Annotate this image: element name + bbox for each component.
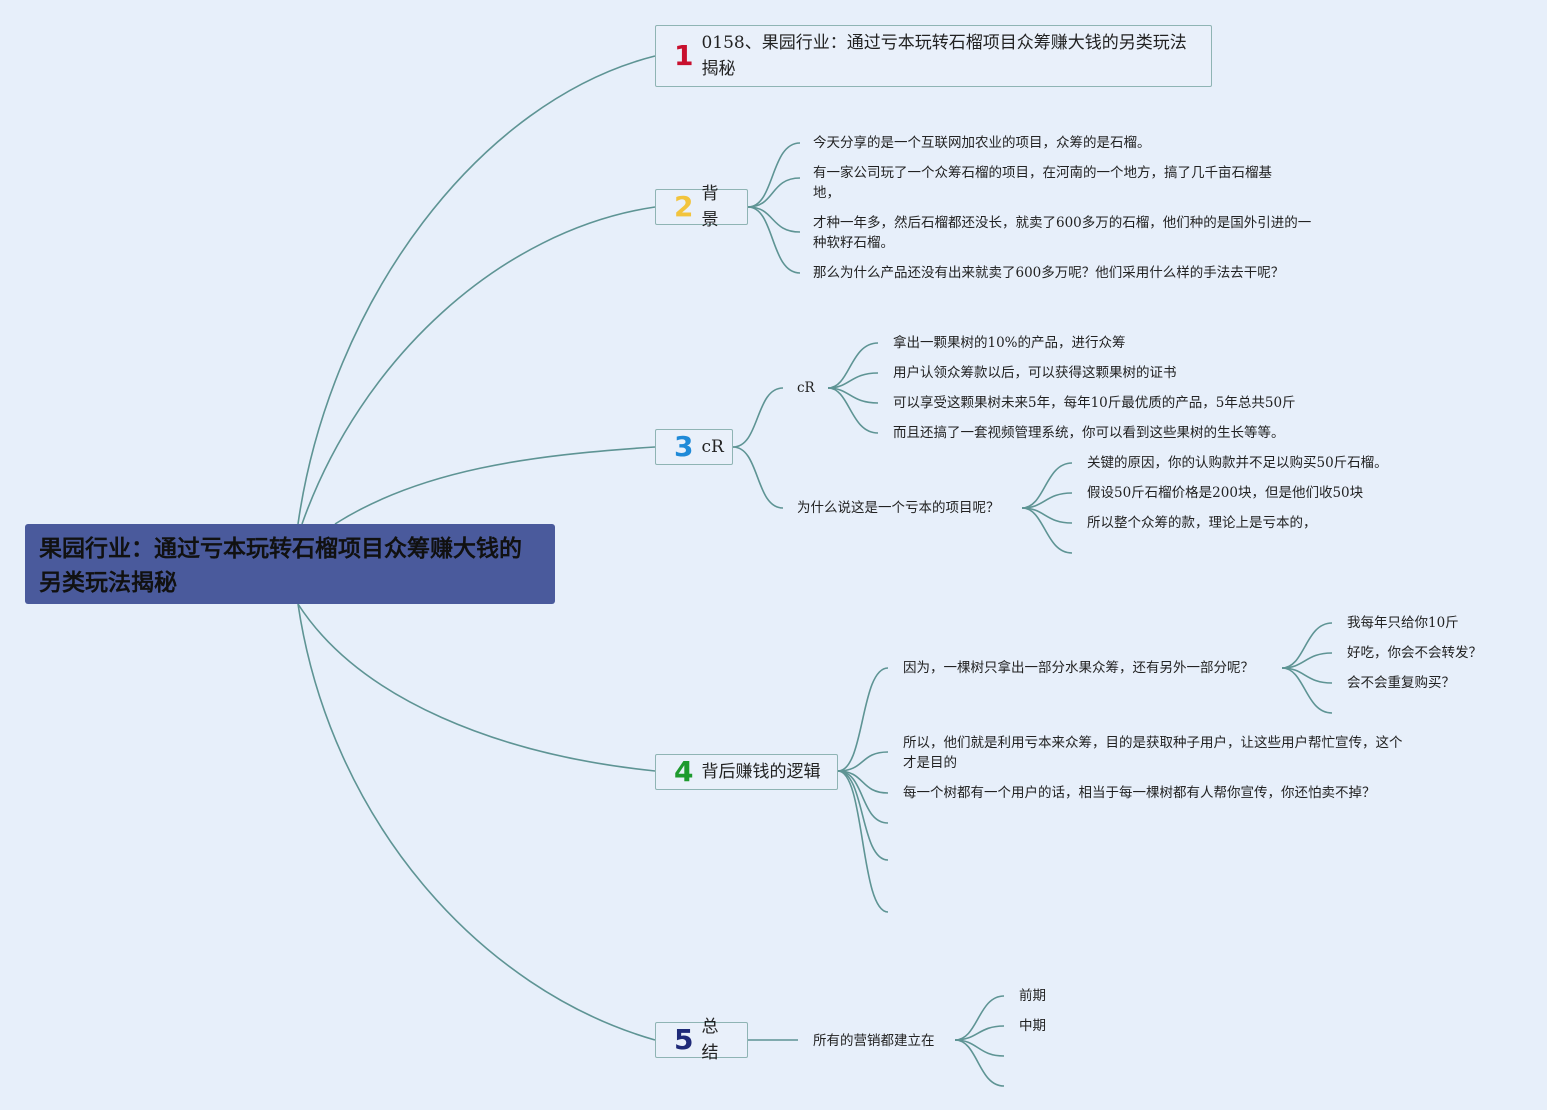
loss-reason-item-2[interactable]: 假设50斤石榴价格是200块，但是他们收50块 [1087,485,1364,501]
summary-item-2[interactable]: 中期 [1019,1018,1046,1034]
logic-sub-item-3[interactable]: 会不会重复购买？ [1347,675,1455,691]
cr-item-4[interactable]: 而且还搞了一套视频管理系统，你可以看到这些果树的生长等等。 [893,425,1285,441]
branch-4-title: 背后赚钱的逻辑 [701,762,821,782]
branch-2-title: 背景 [701,184,719,230]
logic-sub-item-1[interactable]: 我每年只给你10斤 [1347,615,1459,631]
branch-1-title: 0158、果园行业：通过亏本玩转石榴项目众筹赚大钱的另类玩法揭秘 [701,33,1187,79]
branch-3-topic[interactable]: 3 cR [655,429,733,465]
number-2-icon: 2 [674,190,694,223]
logic-item-3[interactable]: 每一个树都有一个用户的话，相当于每一棵树都有人帮你宣传，你还怕卖不掉？ [903,785,1376,801]
loss-reason-item-3[interactable]: 所以整个众筹的款，理论上是亏本的， [1087,515,1317,531]
logic-subtopic-1[interactable]: 因为，一棵树只拿出一部分水果众筹，还有另外一部分呢？ [903,660,1254,676]
background-item-2[interactable]: 有一家公司玩了一个众筹石榴的项目，在河南的一个地方，搞了几千亩石榴基地， [813,165,1272,201]
number-3-icon: 3 [674,430,694,463]
summary-subtopic-1[interactable]: 所有的营销都建立在 [813,1033,935,1049]
background-item-4[interactable]: 那么为什么产品还没有出来就卖了600多万呢？他们采用什么样的手法去干呢？ [813,265,1285,281]
loss-reason-item-1[interactable]: 关键的原因，你的认购款并不足以购买50斤石榴。 [1087,455,1388,471]
logic-sub-item-2[interactable]: 好吃，你会不会转发？ [1347,645,1482,661]
number-1-icon: 1 [674,39,694,72]
branch-5-title: 总结 [701,1017,719,1063]
logic-item-2[interactable]: 所以，他们就是利用亏本来众筹，目的是获取种子用户，让这些用户帮忙宣传，这个才是目… [903,735,1403,771]
cr-item-2[interactable]: 用户认领众筹款以后，可以获得这颗果树的证书 [893,365,1177,381]
number-5-icon: 5 [674,1023,694,1056]
branch-2-topic[interactable]: 2 背景 [655,184,748,230]
branch-3-title: cR [701,437,724,457]
branch-5-topic[interactable]: 5 总结 [655,1017,748,1063]
cr-subtopic-1[interactable]: cR [797,380,815,396]
branch-4-topic[interactable]: 4 背后赚钱的逻辑 [655,754,838,790]
cr-item-3[interactable]: 可以享受这颗果树未来5年，每年10斤最优质的产品，5年总共50斤 [893,395,1296,411]
root-topic[interactable]: 果园行业：通过亏本玩转石榴项目众筹赚大钱的另类玩法揭秘 [25,524,555,604]
cr-subtopic-2[interactable]: 为什么说这是一个亏本的项目呢？ [797,500,1000,516]
number-4-icon: 4 [674,755,694,788]
background-item-1[interactable]: 今天分享的是一个互联网加农业的项目，众筹的是石榴。 [813,135,1151,151]
summary-item-1[interactable]: 前期 [1019,988,1046,1004]
branch-1-topic[interactable]: 1 0158、果园行业：通过亏本玩转石榴项目众筹赚大钱的另类玩法揭秘 [655,25,1212,87]
cr-item-1[interactable]: 拿出一颗果树的10%的产品，进行众筹 [893,335,1126,351]
background-item-3[interactable]: 才种一年多，然后石榴都还没长，就卖了600多万的石榴，他们种的是国外引进的一种软… [813,215,1312,251]
